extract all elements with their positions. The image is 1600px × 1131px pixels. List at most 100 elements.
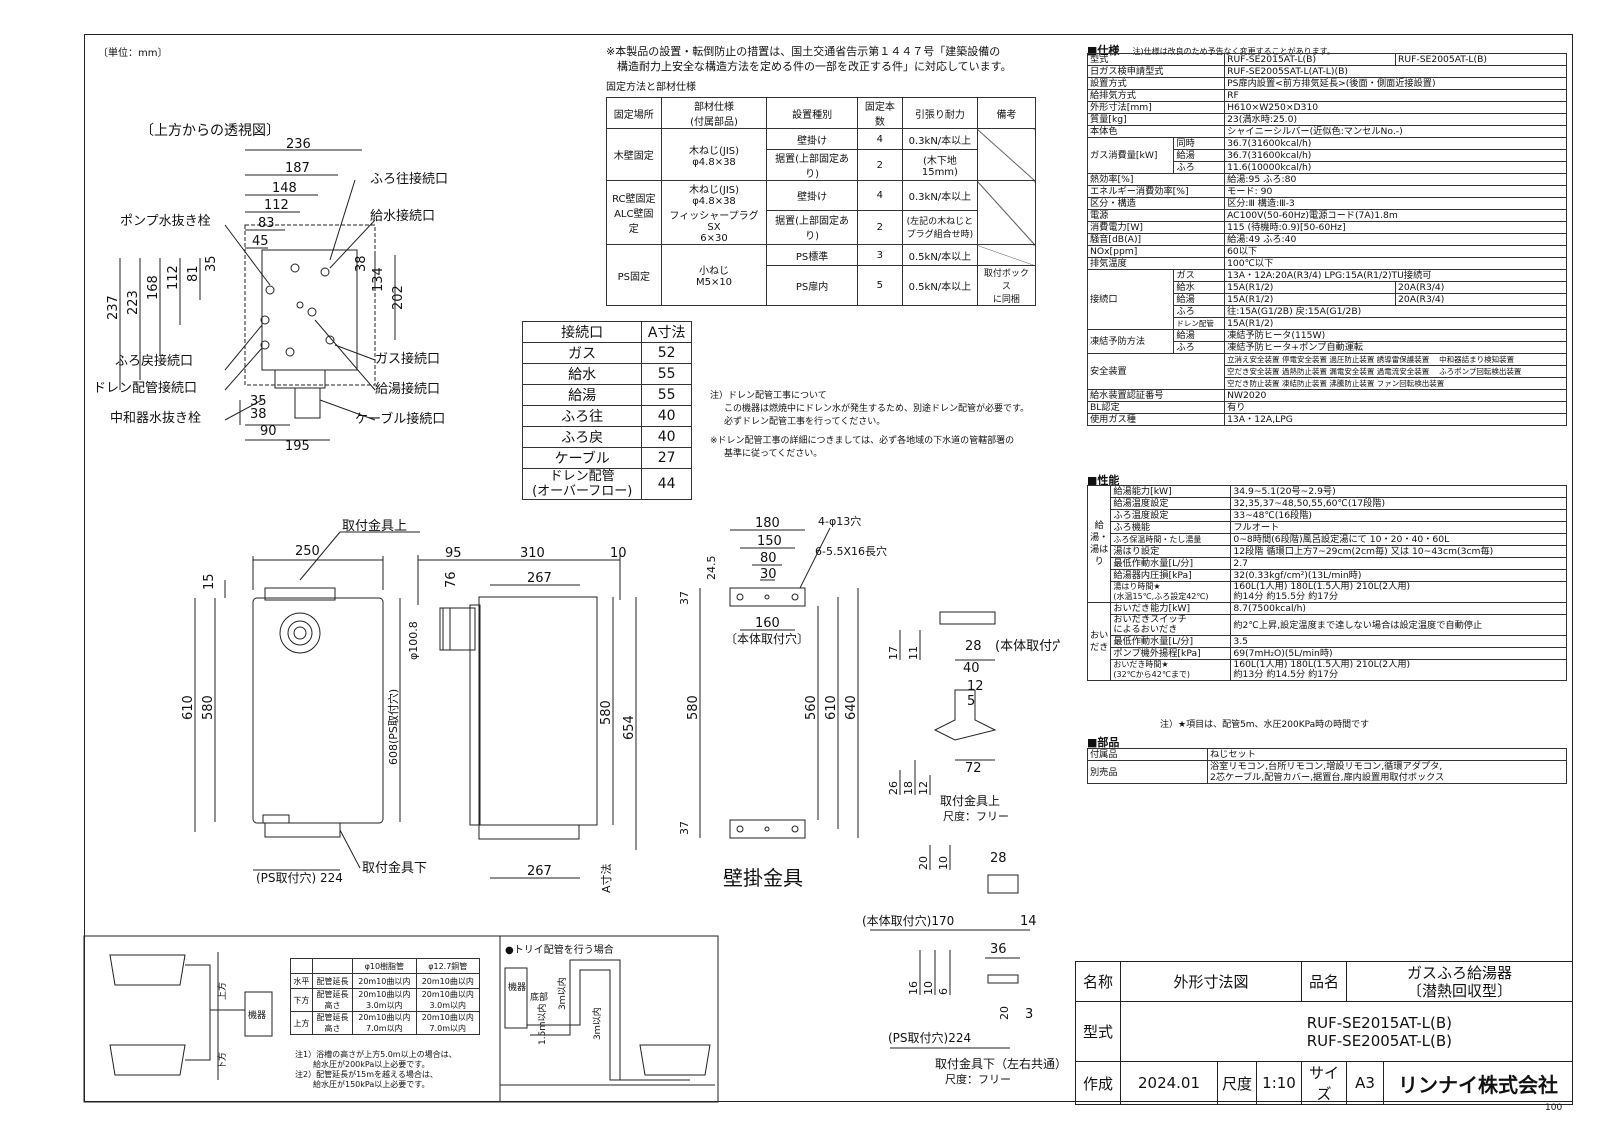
parts-table: 付属品ねじセット 別売品浴室リモコン,台所リモコン,増設リモコン,循環アダプタ,…: [1087, 748, 1567, 784]
svg-text:3: 3: [1025, 1007, 1033, 1022]
svg-text:3ｍ以内: 3ｍ以内: [591, 1007, 603, 1040]
front-view-drawing: 取付金具上 取付金具下 250 15 610 580 608(PS取付穴) (P…: [181, 518, 427, 885]
svg-text:36: 36: [990, 942, 1007, 957]
svg-text:223: 223: [126, 290, 141, 315]
drain-note: 注）ドレン配管工事について この機器は燃焼中にドレン水が発生するため、別途ドレン…: [710, 391, 1030, 459]
svg-text:中和器水抜き栓: 中和器水抜き栓: [110, 410, 201, 426]
svg-text:17: 17: [887, 646, 900, 660]
svg-text:267: 267: [527, 571, 552, 586]
svg-text:(本体取付穴)170: (本体取付穴)170: [862, 913, 954, 928]
svg-text:尺度：フリー: 尺度：フリー: [943, 809, 1009, 823]
performance-header: ■性能: [1087, 474, 1120, 487]
svg-text:20: 20: [917, 856, 930, 870]
bathtub-diagram: 上方 下方 機器: [109, 952, 273, 1080]
svg-text:168: 168: [146, 275, 161, 300]
svg-text:30: 30: [760, 567, 777, 582]
svg-text:134: 134: [371, 267, 386, 292]
svg-text:654: 654: [622, 715, 637, 740]
svg-text:80: 80: [760, 551, 777, 566]
svg-text:(PS取付穴) 224: (PS取付穴) 224: [256, 870, 343, 885]
svg-text:45: 45: [252, 234, 269, 249]
svg-text:14: 14: [1020, 914, 1037, 929]
svg-text:A寸法: A寸法: [599, 863, 613, 893]
title-block: 名称 外形寸法図 品名 ガスふろ給湯器 〔潜熱回収型〕 型式 RUF-SE201…: [1075, 961, 1573, 1105]
svg-text:580: 580: [599, 700, 614, 725]
svg-text:壁掛金具: 壁掛金具: [723, 866, 803, 890]
svg-text:機器: 機器: [248, 1009, 266, 1021]
svg-text:608(PS取付穴): 608(PS取付穴): [386, 689, 400, 765]
svg-text:15: 15: [202, 573, 217, 590]
svg-text:83: 83: [258, 216, 275, 231]
svg-text:37: 37: [678, 821, 691, 835]
svg-text:3ｍ以内: 3ｍ以内: [556, 977, 568, 1010]
svg-text:35: 35: [250, 394, 267, 409]
svg-text:187: 187: [285, 161, 310, 176]
technical-drawings: 〔上方からの透視図〕 ふろ往接続口 給水接続口 ポンプ水抜き栓 ふろ戻接続口 ガ…: [83, 123, 1060, 1103]
svg-text:●トリイ配管を行う場合: ●トリイ配管を行う場合: [505, 943, 614, 956]
svg-text:24.5: 24.5: [705, 556, 718, 581]
svg-text:580: 580: [201, 695, 216, 720]
svg-text:610: 610: [824, 695, 839, 720]
svg-text:機器: 機器: [508, 981, 526, 993]
svg-text:12: 12: [917, 781, 930, 795]
fixing-table: 固定場所 部材仕様 (付属部品) 設置種別 固定本数 引張り耐力 備考 木壁固定…: [606, 97, 1037, 306]
svg-text:267: 267: [527, 864, 552, 879]
svg-text:尺度：フリー: 尺度：フリー: [945, 1072, 1011, 1086]
svg-text:38: 38: [250, 407, 267, 422]
svg-text:上方: 上方: [216, 982, 228, 1000]
svg-text:下方: 下方: [216, 1052, 228, 1070]
svg-text:148: 148: [272, 181, 297, 196]
top-view-title: 〔上方からの透視図〕: [140, 123, 280, 139]
svg-text:(本体取付穴): (本体取付穴): [995, 639, 1060, 654]
svg-text:81: 81: [186, 265, 201, 282]
drawing-frame: [84, 34, 1573, 1102]
trap-diagram: ●トリイ配管を行う場合 機器 底部 3ｍ以内 1.5ｍ以内 3ｍ以内: [500, 943, 715, 1086]
svg-text:310: 310: [520, 546, 545, 561]
svg-text:取付金具上: 取付金具上: [940, 793, 1000, 808]
svg-text:150: 150: [757, 534, 782, 549]
svg-text:10: 10: [922, 981, 935, 995]
svg-text:18: 18: [902, 781, 915, 795]
svg-text:72: 72: [965, 761, 982, 776]
piping-section-box: [83, 935, 719, 1103]
svg-text:40: 40: [963, 661, 980, 676]
svg-text:38: 38: [354, 255, 369, 272]
svg-text:取付金具下: 取付金具下: [362, 860, 427, 876]
svg-text:112: 112: [166, 265, 181, 290]
svg-text:(PS取付穴)224: (PS取付穴)224: [888, 1030, 971, 1045]
parts-header: ■部品: [1087, 736, 1120, 749]
svg-text:580: 580: [686, 695, 701, 720]
svg-text:195: 195: [285, 439, 310, 454]
svg-text:640: 640: [844, 695, 859, 720]
svg-text:610: 610: [181, 695, 196, 720]
svg-text:6: 6: [937, 988, 950, 995]
performance-note: 注）★項目は、配管5m、水圧200KPa時の時間です: [1160, 720, 1370, 730]
svg-text:26: 26: [887, 781, 900, 795]
fixing-table-title: 固定方法と部材仕様: [606, 82, 696, 93]
svg-text:〔本体取付穴〕: 〔本体取付穴〕: [725, 631, 809, 646]
svg-text:20: 20: [998, 1006, 1011, 1020]
svg-text:ポンプ水抜き栓: ポンプ水抜き栓: [120, 213, 211, 229]
svg-text:10: 10: [610, 546, 627, 561]
svg-text:取付金具上: 取付金具上: [342, 518, 407, 534]
svg-text:112: 112: [264, 198, 289, 213]
svg-text:ふろ戻接続口: ふろ戻接続口: [115, 353, 193, 369]
top-view-drawing: 〔上方からの透視図〕 ふろ往接続口 給水接続口 ポンプ水抜き栓 ふろ戻接続口 ガ…: [93, 123, 448, 454]
svg-text:95: 95: [445, 546, 462, 561]
svg-text:ケーブル接続口: ケーブル接続口: [355, 411, 445, 427]
svg-text:6-5.5X16長穴: 6-5.5X16長穴: [815, 544, 887, 558]
upper-bracket-drawing: 28 (本体取付穴) 17 11 40 12 5 26 18 12 72 取付金…: [887, 611, 1060, 823]
wall-bracket-drawing: 180 150 80 30 4-φ13穴 6-5.5X16長穴 24.5 37 …: [678, 514, 887, 890]
unit-label: 〔単位：mm〕: [98, 48, 168, 59]
svg-text:取付金具下（左右共通）: 取付金具下（左右共通）: [935, 1056, 1060, 1071]
svg-text:35: 35: [204, 255, 219, 272]
svg-text:1.5ｍ以内: 1.5ｍ以内: [536, 1004, 548, 1045]
svg-text:ガス接続口: ガス接続口: [375, 351, 440, 367]
svg-text:250: 250: [295, 544, 320, 559]
pipe-notes: 注1）浴槽の高さが上方5.0m以上の場合は、 給水圧が200kPa以上必要です。…: [295, 1050, 457, 1089]
svg-text:76: 76: [444, 571, 459, 588]
svg-text:37: 37: [678, 591, 691, 605]
svg-text:180: 180: [755, 516, 780, 531]
